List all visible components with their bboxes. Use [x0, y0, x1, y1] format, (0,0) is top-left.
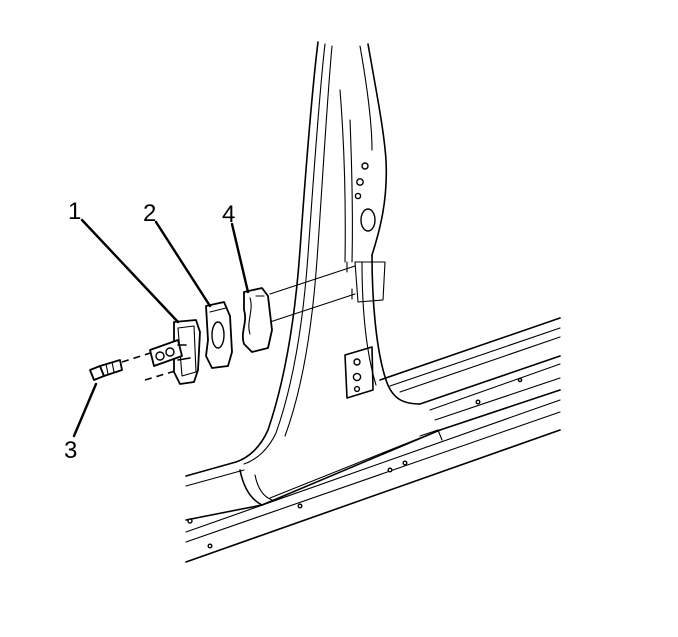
- callout-4: 4: [222, 201, 235, 228]
- callout-1: 1: [68, 198, 81, 225]
- alignment-lines: [121, 261, 356, 381]
- striker-spacer-plate: [241, 287, 273, 353]
- striker-shim: [205, 301, 233, 369]
- striker-bolt: [89, 359, 123, 381]
- callout-3: 3: [64, 437, 77, 464]
- body-rocker-panel: [185, 317, 561, 563]
- leader-lines: [72, 218, 250, 438]
- callout-2: 2: [143, 200, 156, 227]
- body-pillar: [235, 41, 421, 465]
- striker-plate: [149, 319, 201, 385]
